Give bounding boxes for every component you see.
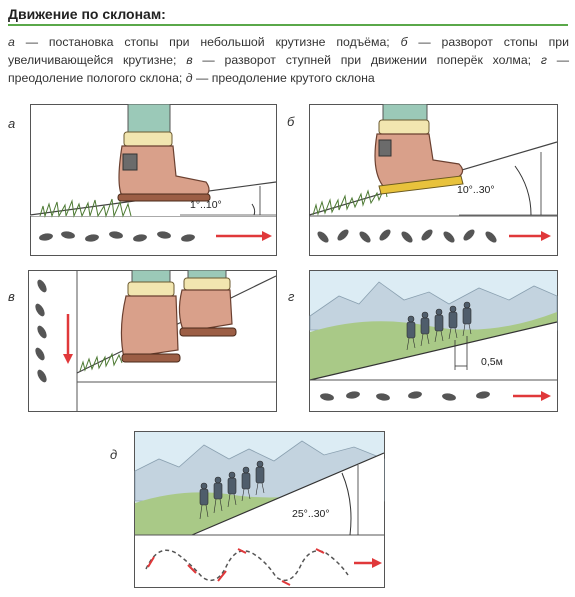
zigzag-track-d [145,548,382,586]
angle-marker: 25°..30° [292,465,359,536]
title-divider [8,24,568,26]
hiker-group-icon [406,301,472,351]
caption-text-a: — постановка стопы при небольшой крутизн… [14,35,401,49]
boot-icon [117,104,211,202]
panel-d-illustration: 25°..30° [134,431,386,589]
section-title: Движение по склонам: [8,6,166,22]
panel-label-b: б [287,114,295,129]
caption-text-v: — разворот ступней при движении поперёк … [192,53,541,67]
panel-label-d: д [110,447,118,462]
caption-letter-d: д [185,71,193,85]
caption-letter-a: а [8,35,15,49]
angle-marker: 10°..30° [457,152,542,216]
panel-label-v: в [8,289,15,304]
caption-letter-v: в [186,53,193,67]
panel-b-illustration: 10°..30° [309,104,559,257]
footprint-track-a [39,231,272,242]
boot-icon [178,270,237,337]
angle-label-b: 10°..30° [457,184,495,196]
panel-g-illustration: 0,5м [309,270,559,413]
panel-a-illustration: 1°..10° [30,104,278,257]
panel-v-illustration [28,270,278,413]
footprint-track-b [317,229,551,243]
panel-label-a: а [8,116,16,131]
figure-caption: а — постановка стопы при небольшой крути… [8,33,569,87]
caption-letter-b: б [400,35,408,49]
angle-label-a: 1°..10° [190,199,222,211]
caption-letter-g: г [540,53,547,67]
caption-text-b: — разворот стопы при увеличивающейся кру… [8,35,569,67]
distance-label-g: 0,5м [481,356,503,368]
footprint-track-v [35,279,73,383]
boot-icon [120,270,181,363]
angle-marker: 1°..10° [190,186,261,216]
caption-text-g: — преодоление пологого склона; [8,53,570,85]
angle-label-d: 25°..30° [292,508,330,520]
panel-label-g: г [288,289,295,304]
distance-marker: 0,5м [454,336,503,370]
boot-icon [374,104,464,195]
footprint-track-g [320,391,551,401]
hiker-group-icon [199,460,265,520]
caption-text-d: — преодоление крутого склона [192,71,375,85]
